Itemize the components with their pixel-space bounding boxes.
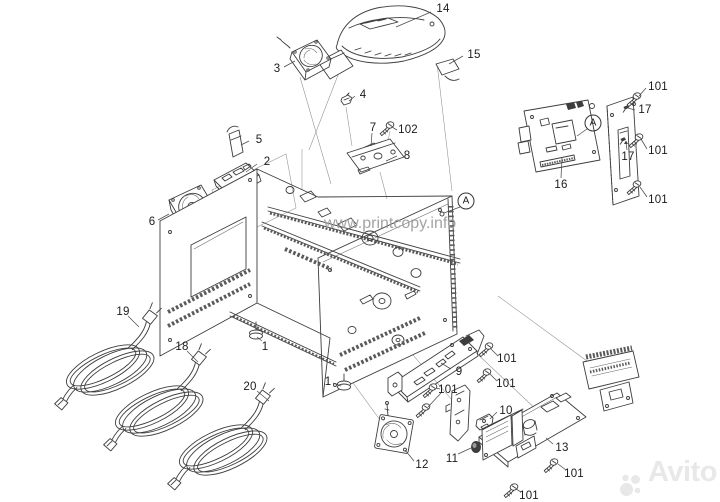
callout-15: 15: [467, 49, 481, 61]
callout-1: 1: [324, 376, 332, 388]
avito-wordmark: Avito: [648, 456, 717, 488]
chassis-frame: [159, 168, 461, 398]
callout-101: 101: [564, 468, 584, 480]
callout-4: 4: [359, 89, 367, 101]
callout-14: 14: [436, 3, 450, 15]
fan-3: [276, 36, 332, 81]
pcb-9: [387, 329, 485, 403]
callout-101: 101: [496, 378, 516, 390]
callout-17: 17: [621, 151, 635, 163]
power-supply-13: [478, 392, 587, 468]
callout-101: 101: [648, 145, 668, 157]
callout-101: 101: [438, 384, 458, 396]
avito-logo-icon: [620, 474, 641, 496]
callout-5: 5: [255, 134, 263, 146]
fan-12: [374, 401, 414, 454]
clip-4: [340, 92, 353, 106]
callout-101: 101: [648, 194, 668, 206]
finned-duct: [582, 345, 640, 412]
callout-6: 6: [148, 216, 156, 228]
callout-17: 17: [638, 104, 652, 116]
sheet-15: [435, 58, 460, 81]
callout-A: A: [584, 114, 602, 132]
callout-8: 8: [403, 150, 411, 162]
callout-1: 1: [261, 341, 269, 353]
callout-11: 11: [445, 453, 459, 465]
callout-18: 18: [175, 341, 189, 353]
callout-A: A: [457, 192, 475, 210]
callout-2: 2: [263, 156, 271, 168]
callout-19: 19: [116, 306, 130, 318]
callout-102: 102: [398, 124, 418, 136]
film-5: [226, 125, 244, 158]
callout-7: 7: [369, 122, 377, 134]
watermark-avito: Avito: [610, 450, 720, 500]
mounting-bracket: [606, 96, 640, 206]
callout-20: 20: [243, 381, 257, 393]
pcb-16: [517, 99, 601, 173]
callout-12: 12: [415, 459, 429, 471]
bracket-11: [445, 384, 481, 453]
foot-1-left: [249, 321, 263, 340]
callout-3: 3: [273, 63, 281, 75]
callout-13: 13: [555, 442, 569, 454]
callout-101: 101: [648, 81, 668, 93]
plate-8: [346, 138, 405, 175]
callout-10: 10: [499, 405, 513, 417]
watermark-printcopy: www.printcopy.info: [324, 215, 457, 232]
callout-101: 101: [497, 353, 517, 365]
callout-101: 101: [519, 490, 539, 502]
leader-lines: [127, 11, 648, 493]
callout-9: 9: [455, 366, 463, 378]
callout-16: 16: [554, 179, 568, 191]
foot-1-right: [337, 373, 351, 391]
